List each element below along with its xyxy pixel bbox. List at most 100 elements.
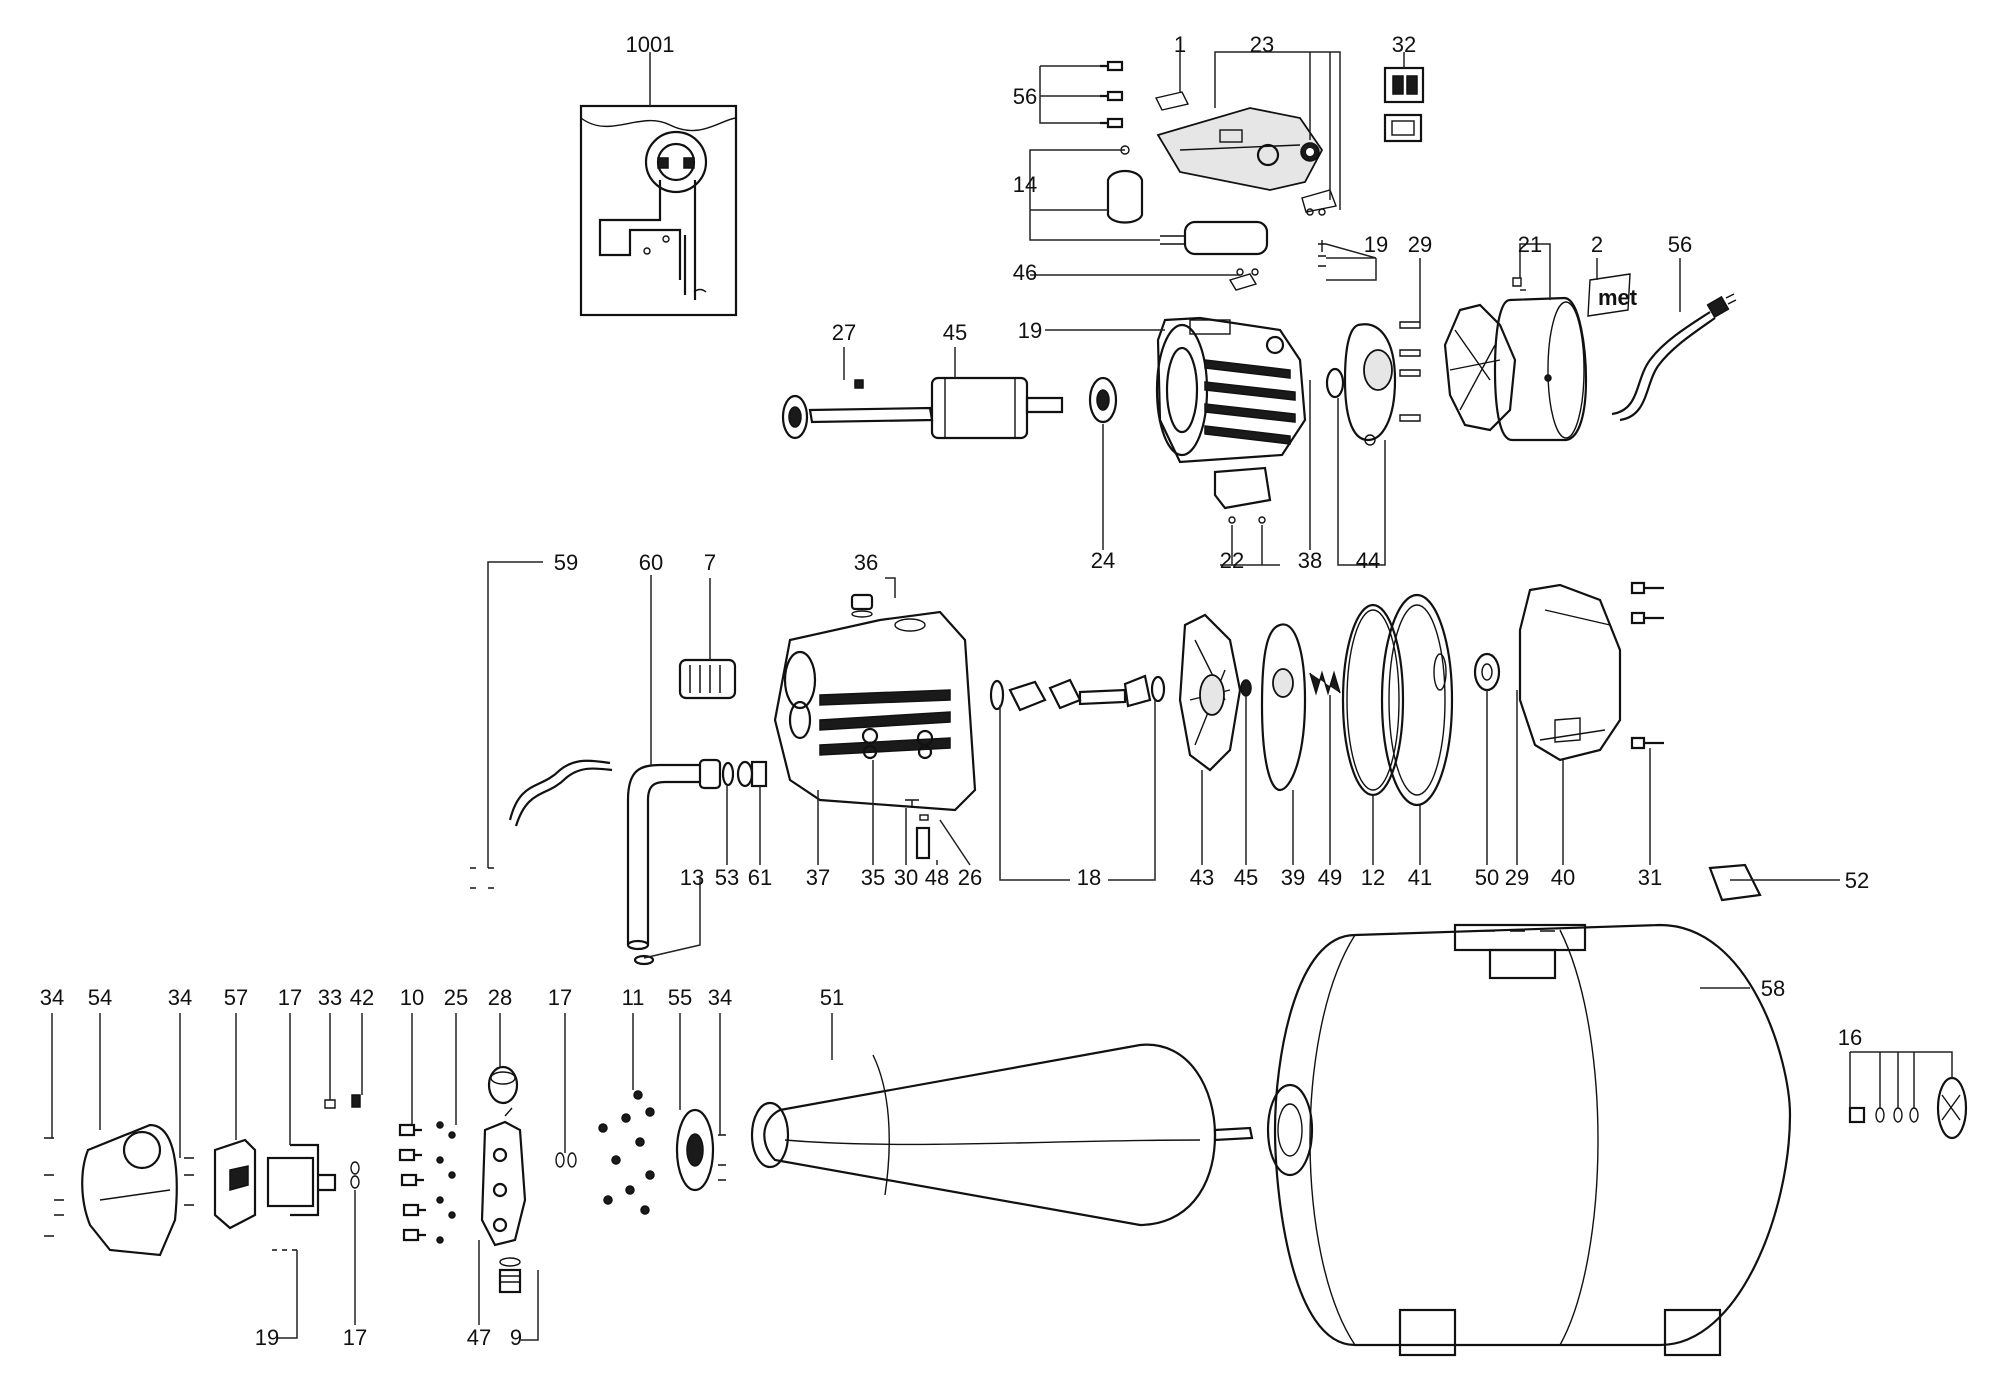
label-1: 1 bbox=[1174, 32, 1186, 57]
label-34-left: 34 bbox=[40, 985, 64, 1010]
label-29-top: 29 bbox=[1408, 232, 1432, 257]
label-40: 40 bbox=[1551, 865, 1575, 890]
label-1001: 1001 bbox=[626, 32, 675, 57]
label-41: 41 bbox=[1408, 865, 1432, 890]
label-9: 9 bbox=[510, 1325, 522, 1350]
label-61: 61 bbox=[748, 865, 772, 890]
label-11: 11 bbox=[622, 985, 645, 1010]
label-50: 50 bbox=[1475, 865, 1499, 890]
leader-lines bbox=[51, 51, 1953, 1341]
plug-36 bbox=[850, 593, 874, 618]
label-35: 35 bbox=[861, 865, 885, 890]
switch-cover-54 bbox=[81, 1123, 178, 1257]
label-42: 42 bbox=[350, 985, 374, 1010]
pressure-tank bbox=[1266, 923, 1792, 1357]
motor-foot-22 bbox=[1213, 466, 1272, 524]
label-53: 53 bbox=[715, 865, 739, 890]
label-29-flange: 29 bbox=[1505, 865, 1529, 890]
label-16: 16 bbox=[1838, 1025, 1862, 1050]
pressure-switch-body-17 bbox=[266, 1143, 337, 1217]
label-19-housing: 19 bbox=[1018, 318, 1042, 343]
label-14: 14 bbox=[1013, 172, 1037, 197]
label-48: 48 bbox=[925, 865, 949, 890]
cap-28 bbox=[487, 1065, 519, 1105]
washers-17 bbox=[350, 1152, 577, 1189]
bolts-29-top bbox=[1399, 321, 1421, 422]
terminal-46 bbox=[1228, 268, 1259, 291]
end-shield bbox=[1343, 323, 1397, 446]
label-7: 7 bbox=[704, 550, 716, 575]
bolts-11 bbox=[598, 1090, 655, 1215]
pressure-switch-57 bbox=[213, 1138, 257, 1230]
label-31: 31 bbox=[1638, 865, 1662, 890]
pump-flange-40 bbox=[1518, 583, 1622, 762]
label-43: 43 bbox=[1190, 865, 1214, 890]
label-33: 33 bbox=[318, 985, 342, 1010]
label-22: 22 bbox=[1220, 548, 1244, 573]
switch-32 bbox=[1383, 66, 1425, 143]
membrane-bladder bbox=[750, 1043, 1254, 1227]
label-51: 51 bbox=[820, 985, 844, 1010]
cable-clamp bbox=[1301, 189, 1337, 216]
bearing-24 bbox=[1088, 376, 1118, 424]
screws-34-left bbox=[44, 1137, 194, 1237]
label-2: 2 bbox=[1591, 232, 1603, 257]
label-30: 30 bbox=[894, 865, 918, 890]
ejector-assembly-18 bbox=[989, 674, 1166, 712]
label-12: 12 bbox=[1361, 865, 1385, 890]
label-34-mid: 34 bbox=[168, 985, 192, 1010]
diffuser-43 bbox=[1178, 613, 1242, 772]
label-59: 59 bbox=[554, 550, 578, 575]
bearing-front bbox=[781, 394, 809, 440]
label-17-washers: 17 bbox=[548, 985, 572, 1010]
spring-49 bbox=[1309, 670, 1341, 696]
capacitor-clamp bbox=[1106, 145, 1144, 224]
label-24: 24 bbox=[1091, 548, 1115, 573]
parts-33-42 bbox=[324, 1094, 361, 1109]
tank-valve-16 bbox=[1848, 1076, 1968, 1140]
wiring-diagram-1001 bbox=[579, 104, 738, 317]
label-47: 47 bbox=[467, 1325, 491, 1350]
screw-21 bbox=[1512, 277, 1526, 291]
brand-label-text: met bbox=[1598, 285, 1638, 310]
screws-34-right bbox=[718, 1134, 726, 1181]
label-38: 38 bbox=[1298, 548, 1322, 573]
suction-pipe-60 bbox=[626, 758, 722, 951]
label-54: 54 bbox=[88, 985, 112, 1010]
part-labels: 1001 1 23 32 56 14 46 19 29 21 2 56 27 4… bbox=[40, 32, 1869, 1350]
o-ring-12 bbox=[1341, 603, 1405, 797]
label-26: 26 bbox=[958, 865, 982, 890]
screws-19-top bbox=[1318, 240, 1326, 267]
label-56-top: 56 bbox=[1013, 84, 1037, 109]
screws-56 bbox=[1100, 60, 1124, 129]
label-45-ring: 45 bbox=[1234, 865, 1258, 890]
label-21: 21 bbox=[1518, 232, 1542, 257]
label-25: 25 bbox=[444, 985, 468, 1010]
rotor-shaft bbox=[808, 376, 1064, 440]
label-18: 18 bbox=[1077, 865, 1101, 890]
label-37: 37 bbox=[806, 865, 830, 890]
label-58: 58 bbox=[1761, 976, 1785, 1001]
label-55: 55 bbox=[668, 985, 692, 1010]
ring-45 bbox=[1240, 679, 1252, 697]
terminal-box-cover bbox=[1156, 107, 1324, 191]
rating-plate bbox=[1154, 91, 1190, 111]
label-28: 28 bbox=[488, 985, 512, 1010]
label-13: 13 bbox=[680, 865, 704, 890]
label-23: 23 bbox=[1250, 32, 1274, 57]
valve-body-47 bbox=[480, 1107, 527, 1247]
motor-housing bbox=[1155, 316, 1307, 464]
capacitor-14 bbox=[1160, 220, 1269, 256]
hose-59 bbox=[470, 759, 613, 889]
fan-cover bbox=[1493, 296, 1588, 442]
seal-ring-23 bbox=[1300, 142, 1320, 162]
flange-55 bbox=[675, 1108, 715, 1192]
impeller-39 bbox=[1260, 623, 1307, 792]
label-17-bottom: 17 bbox=[343, 1325, 367, 1350]
label-57: 57 bbox=[224, 985, 248, 1010]
label-49: 49 bbox=[1318, 865, 1342, 890]
fittings-53-61 bbox=[721, 760, 768, 788]
drain-screws-30-48 bbox=[905, 799, 931, 860]
label-27: 27 bbox=[832, 320, 856, 345]
